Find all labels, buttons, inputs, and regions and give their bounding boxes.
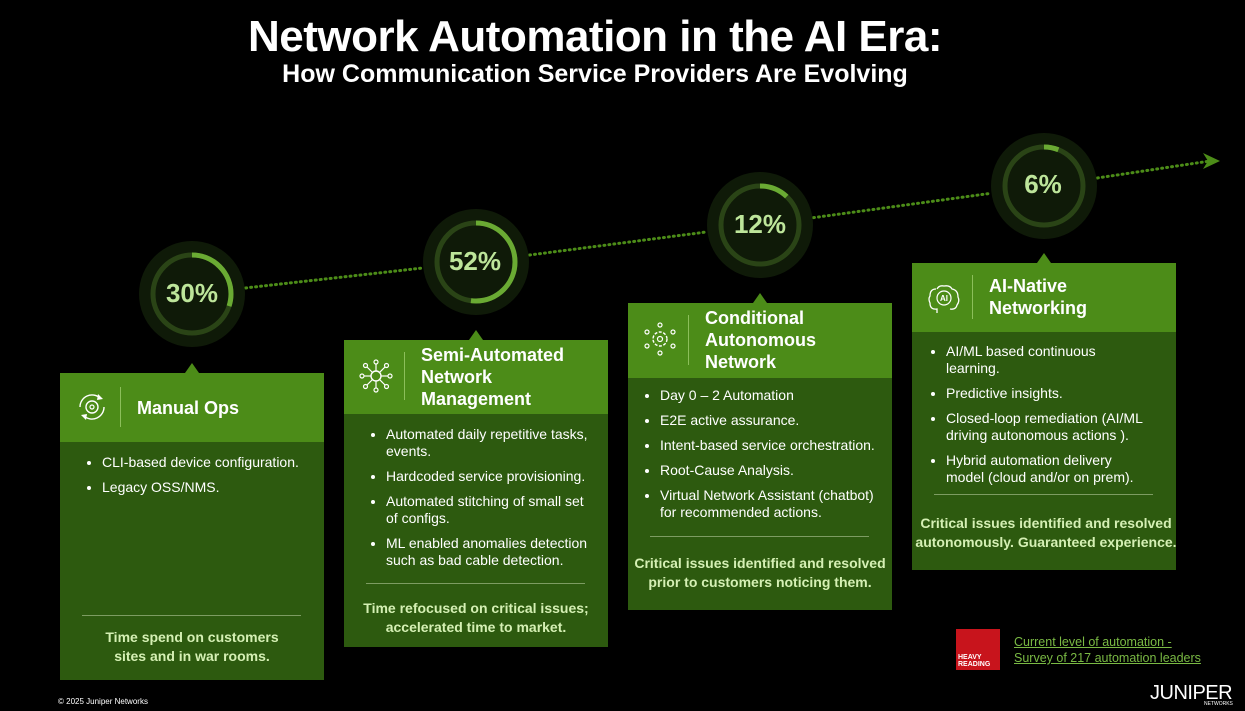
card-divider [650,536,869,537]
card-bullets: CLI-based device configuration. Legacy O… [82,454,327,504]
trend-line-segment [528,230,708,257]
card-pointer [469,330,483,340]
card-title: Networking [989,298,1088,318]
ring-progress-arc [718,183,802,267]
ring-progress-arc [150,252,234,336]
card-header: AI AI-Native Networking [912,263,1176,332]
stage-percent: 12% [733,209,787,239]
juniper-logo-subtext: NETWORKS [1204,701,1233,707]
stage-card-manual-ops: Manual Ops CLI-based device configuratio… [60,373,324,680]
ai-brain-icon: AI [928,285,960,313]
stage-percent: 30% [165,278,219,308]
card-title: Conditional [705,308,804,328]
gear-cycle-icon [79,394,105,420]
card-header: Semi-Automated Network Management [344,340,608,414]
ring-progress-arc [434,220,518,304]
stage-card-ai-native: AI AI-Native Networking AI/ML based cont… [912,263,1178,570]
page-title: Network Automation in the AI Era: [247,12,943,61]
card-title: Manual Ops [137,398,240,418]
stage-percent: 52% [448,246,502,276]
bullet-item: E2E active assurance. [660,412,900,429]
bullet-item: CLI-based device configuration. [102,454,327,471]
stage-card-conditional-autonomous: Conditional Autonomous Network Day 0 – 2… [628,303,892,610]
card-bullets: Automated daily repetitive tasks,events.… [366,426,618,577]
card-pointer [753,293,767,303]
svg-text:AI: AI [940,294,948,303]
bullet-item: Hardcoded service provisioning. [386,468,618,485]
bullet-item: Automated daily repetitive tasks,events. [386,426,618,460]
card-header: Conditional Autonomous Network [628,303,892,378]
card-pointer [1037,253,1051,263]
ring-progress-arc [1002,144,1086,228]
dotted-trend-line [244,159,1212,290]
card-title: Network [705,352,777,372]
survey-source-link[interactable]: Current level of automation - Survey of … [1014,635,1201,665]
bullet-item: Predictive insights. [946,385,1178,402]
heavy-reading-logo: HEAVY READING [956,629,1000,670]
trend-line-segment [244,266,424,290]
page-subtitle: How Communication Service Providers Are … [282,60,908,88]
card-divider [366,583,585,584]
card-bullets: Day 0 – 2 Automation E2E active assuranc… [640,387,900,529]
card-pointer [185,363,199,373]
trend-line-segment [811,191,993,220]
bullet-item: Legacy OSS/NMS. [102,479,327,496]
network-hub-icon [359,359,393,393]
stage-card-semi-automated: Semi-Automated Network Management Automa… [344,340,608,647]
card-footer: Time refocused on critical issues;accele… [363,600,589,635]
bullet-item: Intent-based service orchestration. [660,437,900,454]
copyright-notice: © 2025 Juniper Networks [58,697,148,706]
bullet-item: Virtual Network Assistant (chatbot)for r… [660,487,900,521]
card-header: Manual Ops [60,373,324,442]
card-title: AI-Native [989,276,1068,296]
stage-percent: 6% [1024,169,1062,199]
card-divider [82,615,301,616]
trend-line-segment [1095,159,1212,180]
card-divider [934,494,1153,495]
card-title: Semi-Automated [421,345,565,365]
gear-nodes-icon [644,322,676,356]
trend-arrow-head [1203,153,1220,169]
bullet-item: Root-Cause Analysis. [660,462,900,479]
juniper-logo: JUNIPER [1150,682,1233,704]
card-title: Network [421,367,493,387]
card-title: Management [421,389,532,409]
bullet-item: Day 0 – 2 Automation [660,387,900,404]
card-title: Autonomous [705,330,816,350]
